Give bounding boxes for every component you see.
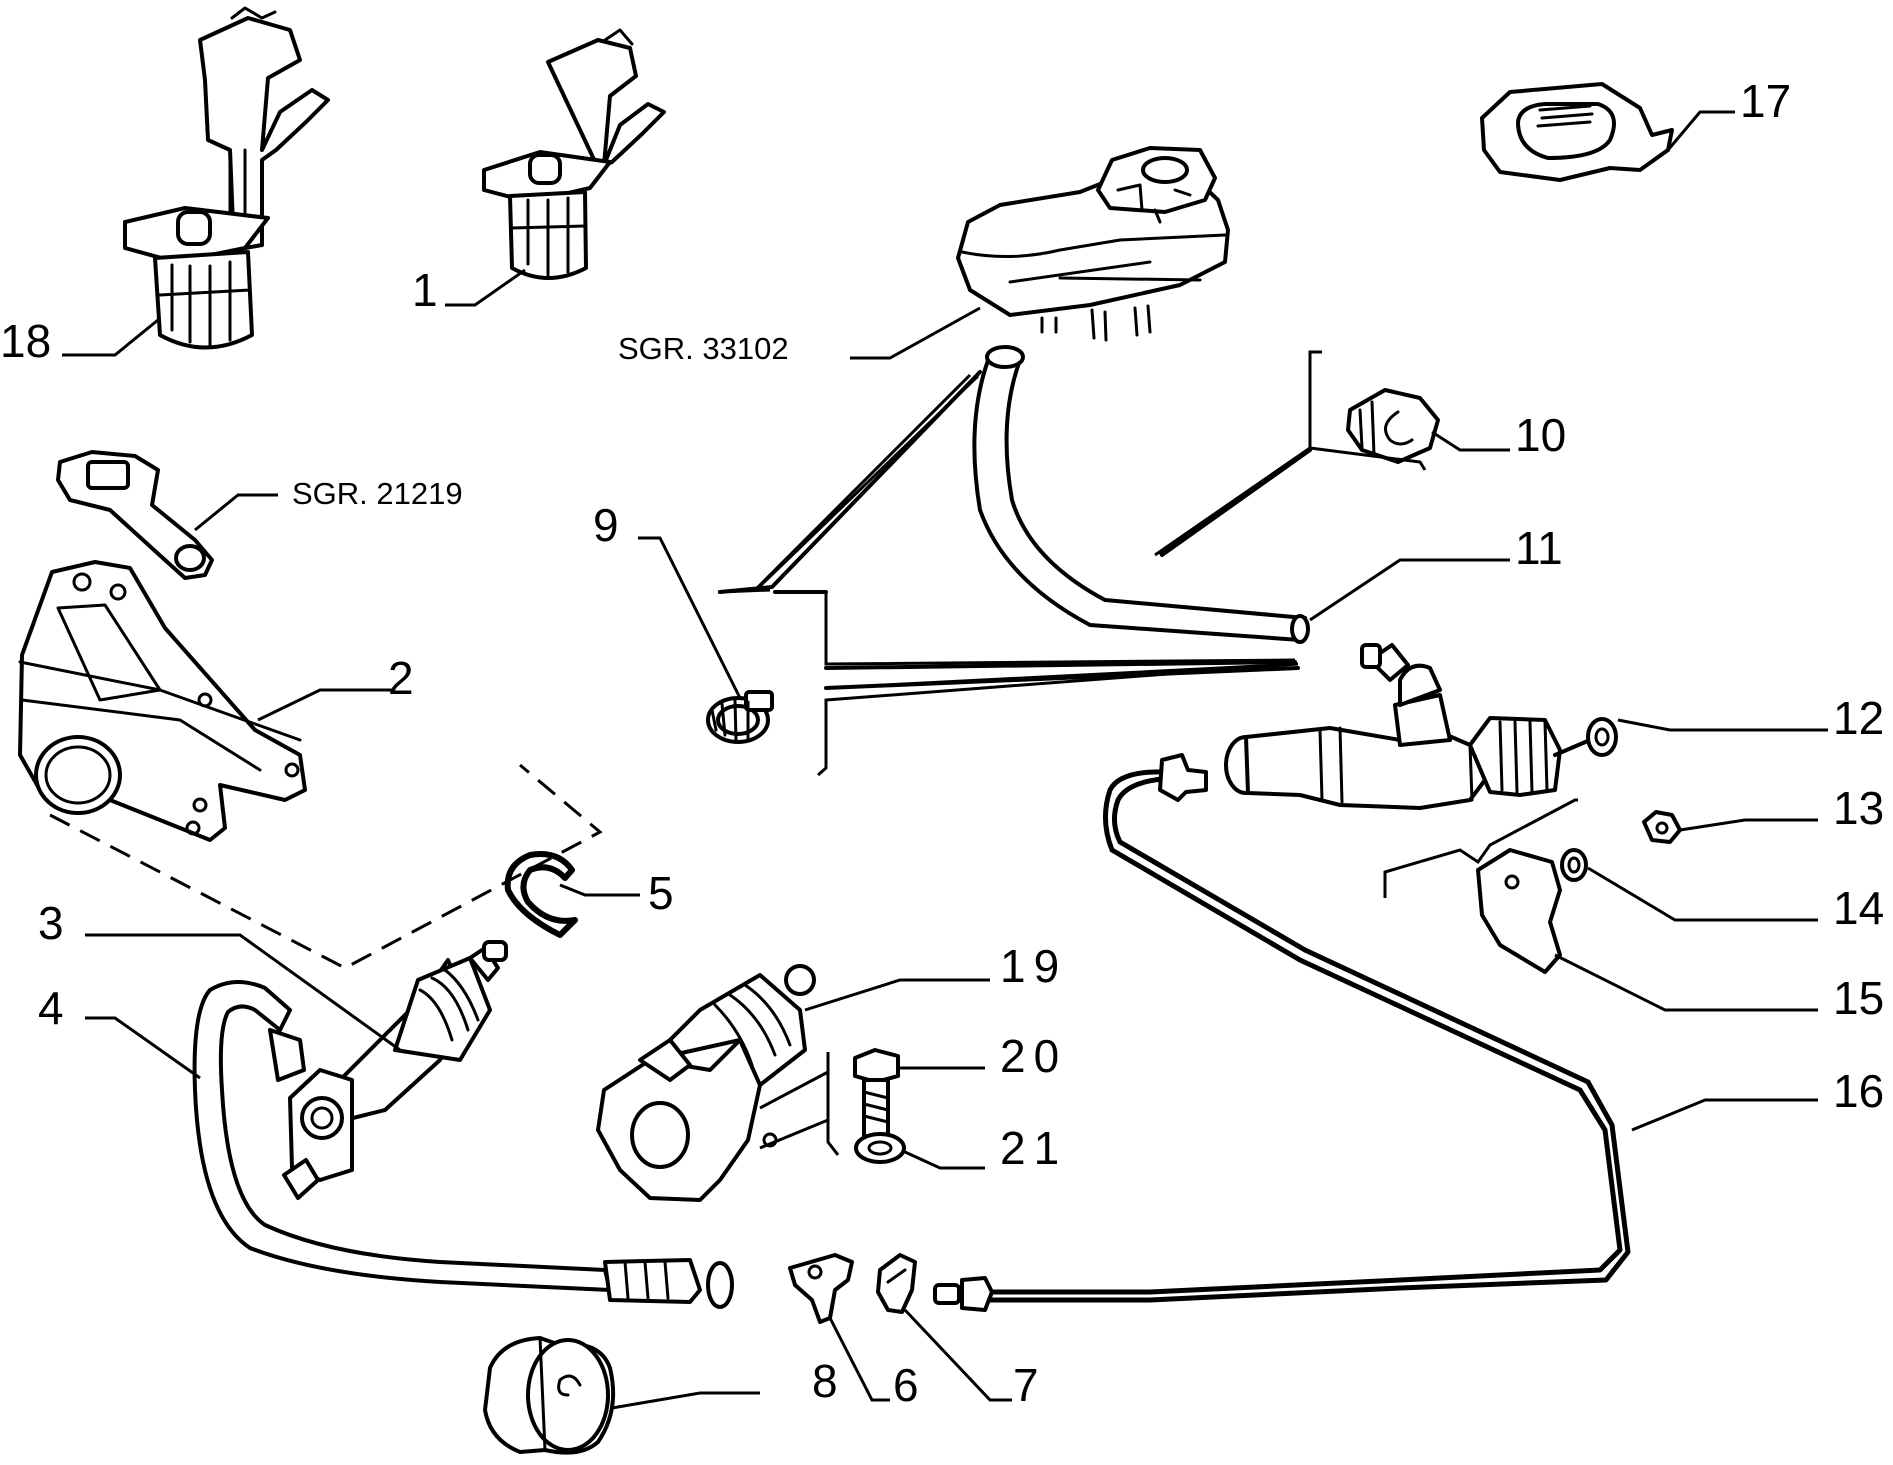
part-6-clip bbox=[788, 1253, 854, 1324]
leader-2 bbox=[257, 688, 395, 722]
part-19-slave-cylinder bbox=[596, 964, 816, 1202]
callout-16: 16 bbox=[1833, 1065, 1885, 1117]
callout-21: 21 bbox=[1000, 1122, 1068, 1174]
group-bracket-right-inner bbox=[1160, 448, 1312, 557]
callout-20: 20 bbox=[1000, 1030, 1068, 1082]
callout-10: 10 bbox=[1515, 409, 1567, 461]
part-10-grommet bbox=[1346, 388, 1440, 464]
group-bracket-left-inner bbox=[773, 590, 1300, 690]
part-13-nut bbox=[1642, 810, 1682, 844]
leader-lever bbox=[194, 493, 278, 532]
part-21-washer bbox=[854, 1132, 906, 1164]
leader-reservoir bbox=[850, 306, 981, 360]
leader-6 bbox=[828, 1317, 890, 1402]
leader-9 bbox=[638, 536, 742, 699]
part-16-pipe bbox=[933, 753, 1631, 1312]
group-bracket-master bbox=[1383, 798, 1578, 898]
leader-16 bbox=[1631, 1098, 1818, 1132]
leader-1 bbox=[445, 268, 526, 307]
part-2-bracket bbox=[18, 560, 307, 842]
leader-21 bbox=[904, 1150, 985, 1170]
callout-15: 15 bbox=[1833, 972, 1885, 1024]
callout-3: 3 bbox=[38, 897, 64, 949]
part-17-clip bbox=[1480, 82, 1674, 182]
callout-2: 2 bbox=[388, 652, 414, 704]
reference-reservoir: SGR. 33102 bbox=[618, 331, 789, 366]
leader-10 bbox=[1431, 430, 1510, 452]
part-15-plate bbox=[1476, 848, 1562, 974]
part-11-hose bbox=[972, 345, 1310, 644]
leader-7 bbox=[903, 1308, 1012, 1402]
callout-7: 7 bbox=[1013, 1359, 1039, 1411]
group-bracket-19 bbox=[759, 1052, 840, 1156]
reservoir bbox=[956, 146, 1230, 342]
leader-19 bbox=[804, 978, 990, 1012]
leader-4 bbox=[85, 1016, 201, 1080]
callout-5: 5 bbox=[648, 867, 674, 919]
dashed-connection bbox=[49, 763, 603, 970]
callout-13: 13 bbox=[1833, 782, 1885, 834]
part-1-clip bbox=[482, 28, 666, 280]
callout-12: 12 bbox=[1833, 692, 1885, 744]
leader-5 bbox=[559, 883, 640, 897]
part-18-bracket-clip bbox=[123, 6, 330, 350]
callout-9: 9 bbox=[593, 499, 619, 551]
callout-8: 8 bbox=[812, 1355, 838, 1407]
leader-14 bbox=[1587, 866, 1818, 922]
leader-12 bbox=[1617, 718, 1828, 732]
leader-11 bbox=[1309, 558, 1510, 622]
part-9-clamp bbox=[706, 690, 774, 744]
part-8-bush bbox=[483, 1336, 616, 1455]
group-bracket-hose bbox=[717, 373, 980, 594]
lever bbox=[56, 450, 214, 580]
callout-17: 17 bbox=[1740, 75, 1792, 127]
part-20-bolt bbox=[853, 1048, 900, 1142]
part-7-clip bbox=[876, 1253, 917, 1314]
callout-6: 6 bbox=[893, 1359, 919, 1411]
callout-11: 11 bbox=[1515, 522, 1563, 574]
leader-15 bbox=[1554, 953, 1818, 1012]
reference-lever: SGR. 21219 bbox=[292, 476, 463, 511]
leader-18 bbox=[62, 318, 159, 357]
leader-3 bbox=[85, 933, 401, 1052]
part-14-washer bbox=[1560, 848, 1588, 882]
callout-19: 19 bbox=[1000, 940, 1068, 992]
part-12-master-cylinder bbox=[1224, 643, 1618, 810]
callout-14: 14 bbox=[1833, 882, 1885, 934]
leader-13 bbox=[1679, 818, 1818, 832]
leader-8 bbox=[611, 1391, 760, 1410]
leader-17 bbox=[1666, 110, 1735, 151]
callout-4: 4 bbox=[38, 982, 64, 1034]
part-3-cylinder bbox=[282, 940, 508, 1200]
part-4-hose bbox=[192, 980, 734, 1309]
callout-1: 1 bbox=[412, 264, 438, 316]
part-5-circlip bbox=[504, 851, 578, 938]
group-bracket-left bbox=[719, 588, 1299, 777]
callout-18: 18 bbox=[0, 315, 52, 367]
